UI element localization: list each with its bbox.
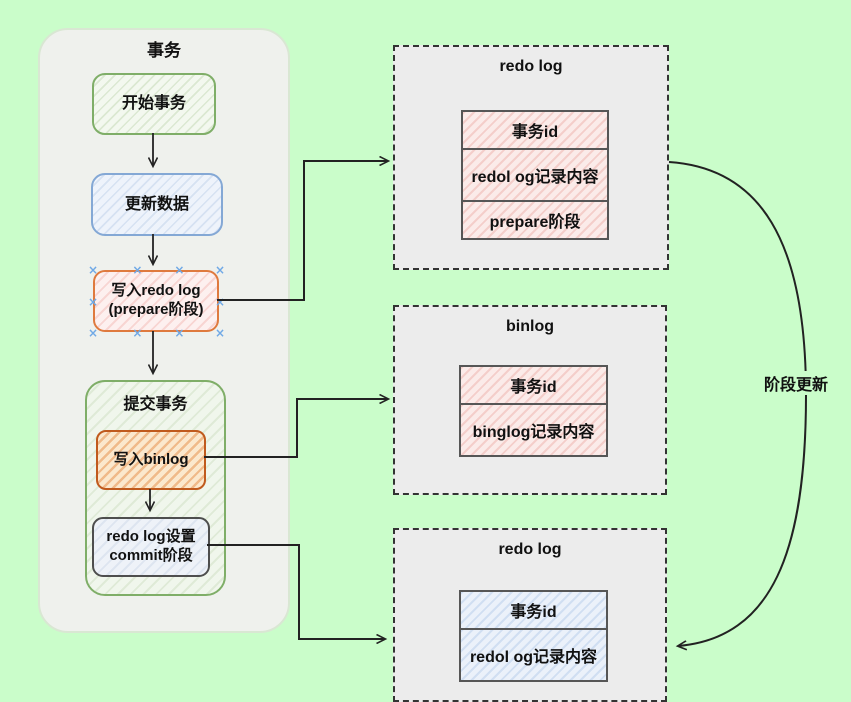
- commit-transaction-group-title: 提交事务: [123, 396, 188, 413]
- node-start-transaction-label: 开始事务: [121, 95, 186, 112]
- transaction-group-title: 事务: [147, 41, 181, 60]
- table-row[interactable]: redol og记录内容: [459, 628, 608, 682]
- node-write-redo-log[interactable]: 写入redo log (prepare阶段): [93, 270, 219, 332]
- node-start-transaction[interactable]: 开始事务: [92, 73, 216, 135]
- node-write-binlog-label: 写入binlog: [113, 450, 189, 468]
- phase-update-label: 阶段更新: [762, 371, 831, 395]
- node-write-redo-log-label-line1: 写入redo log: [111, 282, 201, 300]
- redo-log-record-table: 事务id redol og记录内容 prepare阶段: [461, 110, 609, 240]
- table-row-label: redol og记录内容: [471, 169, 599, 186]
- redo-log-commit-record-table: 事务id redol og记录内容: [459, 590, 608, 682]
- table-row[interactable]: binglog记录内容: [459, 403, 608, 457]
- table-row[interactable]: 事务id: [461, 110, 609, 150]
- connector-phase-update-curve[interactable]: [668, 161, 808, 646]
- diagram-canvas: { "flow": { "group_title": "事务", "start_…: [38, 28, 831, 702]
- node-update-data-label: 更新数据: [124, 195, 189, 213]
- table-row-label: redol og记录内容: [469, 649, 598, 666]
- node-write-binlog[interactable]: 写入binlog: [96, 430, 206, 490]
- table-row-label: 事务id: [510, 604, 557, 621]
- panel-redo-log-prepare[interactable]: redo log 事务id redol og记录内容 prepare阶段: [393, 45, 669, 270]
- node-update-data[interactable]: 更新数据: [91, 173, 223, 236]
- node-set-commit-phase[interactable]: redo log设置 commit阶段: [92, 517, 210, 577]
- table-row-label: 事务id: [510, 379, 557, 396]
- table-row-label: 事务id: [511, 124, 559, 141]
- node-set-commit-phase-label-line1: redo log设置: [106, 528, 196, 546]
- table-row-label: binglog记录内容: [472, 424, 595, 441]
- table-row[interactable]: 事务id: [459, 590, 608, 630]
- panel-redo-log-commit-title: redo log: [498, 541, 562, 558]
- table-row[interactable]: prepare阶段: [461, 200, 609, 240]
- node-set-commit-phase-label-line2: commit阶段: [109, 547, 193, 564]
- panel-binlog-title: binlog: [506, 318, 554, 335]
- panel-redo-log-commit[interactable]: redo log 事务id redol og记录内容: [393, 528, 667, 702]
- table-row[interactable]: 事务id: [459, 365, 608, 405]
- table-row[interactable]: redol og记录内容: [461, 148, 609, 202]
- binlog-record-table: 事务id binglog记录内容: [459, 365, 608, 457]
- panel-binlog[interactable]: binlog 事务id binglog记录内容: [393, 305, 667, 495]
- node-write-redo-log-label-line2: (prepare阶段): [108, 301, 204, 318]
- table-row-label: prepare阶段: [489, 214, 581, 231]
- panel-redo-log-prepare-title: redo log: [499, 58, 563, 75]
